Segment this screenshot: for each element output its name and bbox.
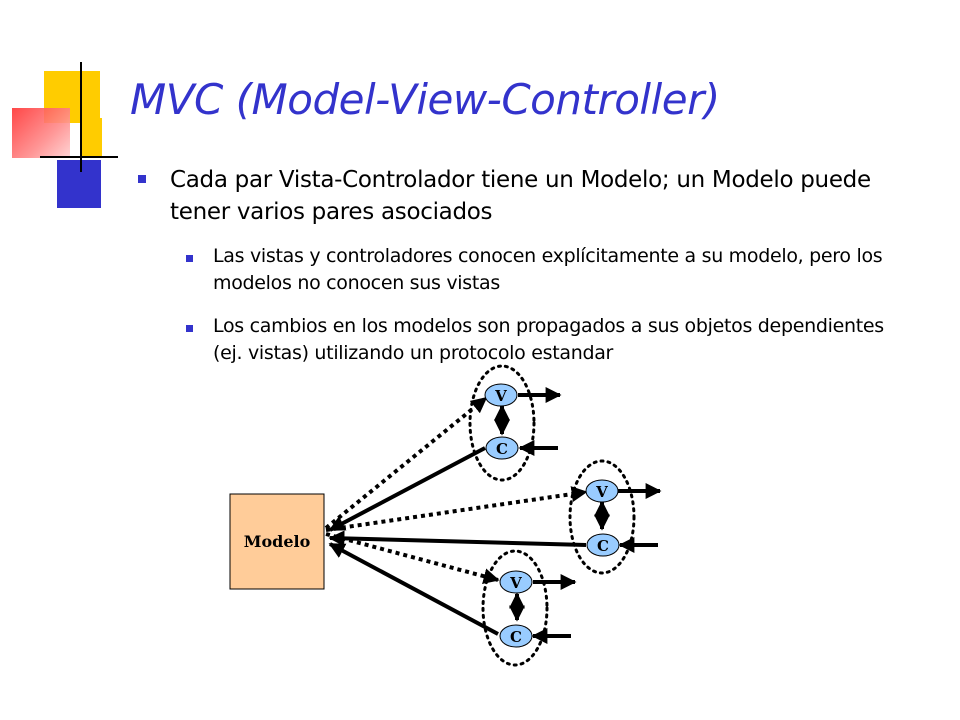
controller-to-model-link bbox=[328, 446, 486, 532]
model-box bbox=[229, 493, 325, 590]
controller-label: C bbox=[597, 537, 609, 555]
bullet-text: Cada par Vista-Controlador tiene un Mode… bbox=[170, 167, 871, 225]
controller-node: C bbox=[499, 624, 533, 648]
sub-bullet-text: Los cambios en los modelos son propagado… bbox=[213, 315, 884, 364]
model-to-view-notification bbox=[325, 532, 500, 585]
pair-group-outline bbox=[568, 459, 636, 575]
controller-label: C bbox=[496, 440, 508, 458]
slide-title: MVC (Model-View-Controller) bbox=[130, 75, 720, 124]
sub-bullet-marker bbox=[186, 325, 193, 332]
controller-node: C bbox=[586, 533, 620, 557]
view-label: V bbox=[494, 387, 507, 405]
view-node: V bbox=[484, 383, 518, 407]
controller-label: C bbox=[510, 628, 522, 646]
decor-red-square bbox=[12, 108, 70, 158]
view-label: V bbox=[595, 483, 608, 501]
model-to-view-notification bbox=[324, 396, 488, 530]
view-node: V bbox=[499, 570, 533, 594]
pair-group-outline bbox=[481, 549, 549, 667]
sub-bullet-text: Las vistas y controladores conocen explí… bbox=[213, 245, 883, 294]
model-label: Modelo bbox=[244, 532, 311, 551]
controller-to-model-link bbox=[328, 542, 499, 636]
decor-blue-square bbox=[57, 160, 101, 208]
decor-yellow-strip bbox=[80, 118, 102, 158]
sub-bullet-marker bbox=[186, 255, 193, 262]
bullet-marker bbox=[138, 175, 146, 183]
decor-horizontal-line bbox=[40, 156, 118, 158]
controller-to-model-link bbox=[328, 530, 587, 547]
view-label: V bbox=[509, 574, 522, 592]
model-to-view-notification bbox=[325, 486, 588, 532]
view-node: V bbox=[585, 479, 619, 503]
decor-vertical-line bbox=[80, 62, 82, 172]
controller-node: C bbox=[485, 436, 519, 460]
pair-group-outline bbox=[468, 364, 536, 482]
